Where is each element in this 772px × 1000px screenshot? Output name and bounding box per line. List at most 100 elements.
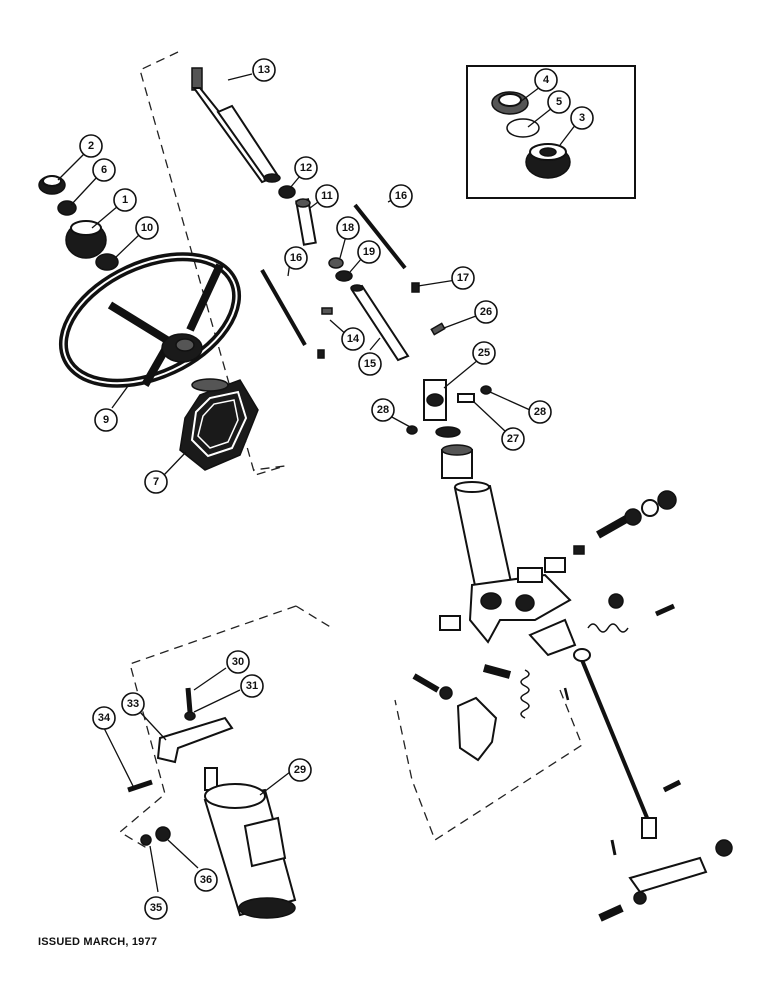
callout: 25: [472, 341, 496, 365]
callout-label: 28: [377, 404, 389, 416]
bushing-small-1: [544, 557, 566, 573]
callout: 30: [226, 650, 250, 674]
callout: 2: [79, 134, 103, 158]
universal-joint: [423, 379, 461, 438]
bolt-left-mid: [412, 673, 440, 693]
callout: 12: [294, 156, 318, 180]
callout: 28: [528, 400, 552, 424]
callout-label: 12: [300, 162, 312, 174]
rod-clevis-bottom: [641, 817, 657, 839]
bracket-33: [156, 716, 234, 764]
issued-date-footer: ISSUED MARCH, 1977: [38, 936, 158, 948]
callout: 27: [501, 427, 525, 451]
nut-28-left: [406, 425, 418, 435]
callout-label: 30: [232, 656, 244, 668]
nut-12: [278, 185, 296, 199]
nut-35: [140, 834, 152, 846]
callout-label: 17: [457, 272, 469, 284]
gear-1: [65, 220, 107, 259]
nut-31: [184, 711, 196, 721]
callout-label: 31: [246, 680, 258, 692]
callout-label: 16: [395, 190, 407, 202]
nut-left-mid: [439, 686, 453, 700]
callout-label: 28: [534, 406, 546, 418]
callout: 17: [451, 266, 475, 290]
inset-snap-ring: [506, 118, 540, 138]
callout-label: 19: [363, 246, 375, 258]
rubber-boot: [179, 378, 259, 471]
callout-label: 6: [101, 164, 107, 176]
callout-label: 34: [98, 712, 111, 724]
callout-label: 27: [507, 433, 519, 445]
callout-label: 2: [88, 140, 94, 152]
spring-lower: [520, 669, 530, 719]
callout: 6: [92, 158, 116, 182]
pin-small: [317, 349, 325, 359]
pin-rod: [610, 839, 617, 856]
callout: 33: [121, 692, 145, 716]
plate-bracket: [456, 696, 498, 762]
callout-label: 13: [258, 64, 270, 76]
callout-label: 3: [579, 112, 585, 124]
shaft-15: [350, 284, 410, 362]
pin-small-2: [573, 545, 585, 555]
callout: 1: [113, 188, 137, 212]
inset-detail-box: [466, 65, 636, 199]
clamp-lower-right: [598, 839, 733, 922]
rod-clevis-top: [573, 648, 591, 662]
steering-motor: [203, 767, 297, 919]
callout-label: 9: [103, 414, 109, 426]
callout-label: 36: [200, 874, 212, 886]
bolt-upper-right: [596, 490, 677, 539]
callout: 16: [284, 246, 308, 270]
callout: 16: [389, 184, 413, 208]
callout: 18: [336, 216, 360, 240]
bolt-column: [482, 664, 512, 679]
callout-label: 35: [150, 902, 162, 914]
steering-wheel: [58, 252, 242, 388]
cap-2: [38, 175, 66, 195]
callout-label: 16: [290, 252, 302, 264]
callout: 13: [252, 58, 276, 82]
bushing: [441, 444, 473, 479]
stud-11: [295, 198, 317, 246]
callout: 31: [240, 674, 264, 698]
brake-arm: [528, 618, 577, 657]
callout: 11: [315, 184, 339, 208]
pin-27: [457, 393, 475, 403]
callout-label: 33: [127, 698, 139, 710]
bushing-small-2: [439, 615, 461, 631]
callout-label: 15: [364, 358, 376, 370]
callout-label: 25: [478, 347, 490, 359]
pin-spring: [563, 687, 570, 701]
callout: 9: [94, 408, 118, 432]
callout: 5: [547, 90, 571, 114]
bolt-30: [185, 687, 193, 713]
callout: 34: [92, 706, 116, 730]
callout-label: 7: [153, 476, 159, 488]
callout: 14: [341, 327, 365, 351]
callout: 28: [371, 398, 395, 422]
steering-column-tube: [453, 481, 572, 644]
pin-26: [430, 322, 446, 336]
pin-14: [321, 307, 333, 315]
nut-28-right: [480, 385, 492, 395]
nut-10: [95, 253, 119, 271]
inset-bearing-cup: [491, 91, 529, 115]
callout-label: 5: [556, 96, 562, 108]
callout: 19: [357, 240, 381, 264]
leader-lines: [57, 73, 577, 893]
bolt-34: [127, 779, 153, 793]
bolt-right: [654, 603, 676, 617]
callout: 4: [534, 68, 558, 92]
collar-19: [335, 270, 353, 282]
collar-18: [328, 257, 344, 269]
callout-label: 10: [141, 222, 153, 234]
rod-16-left: [260, 269, 307, 346]
nut-upper-right: [608, 593, 624, 609]
callout: 15: [358, 352, 382, 376]
callout-label: 18: [342, 222, 354, 234]
lower-group-dashed-outline: [118, 605, 583, 851]
pin-17: [411, 282, 420, 293]
